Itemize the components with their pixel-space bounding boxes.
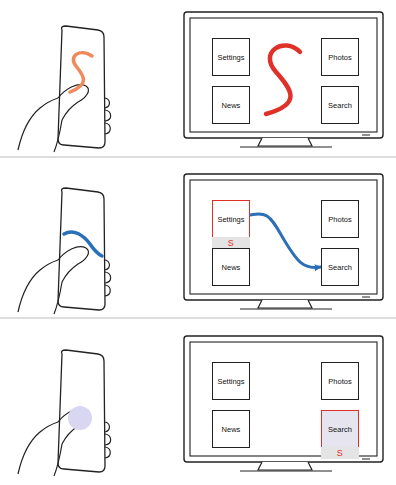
app-tile: News xyxy=(212,410,250,448)
tile-label: News xyxy=(220,425,243,434)
tile-label: Search xyxy=(326,263,354,272)
hand-phone xyxy=(18,26,111,152)
app-tile: News xyxy=(212,86,250,124)
tile-label: Search xyxy=(326,101,354,110)
tile-label: Settings xyxy=(215,215,246,224)
hand-phone xyxy=(18,188,111,314)
tile-label: Settings xyxy=(215,377,246,386)
tv-set xyxy=(184,174,383,309)
gesture-stroke xyxy=(70,53,92,92)
tv-set xyxy=(184,12,383,147)
tile-label: News xyxy=(220,101,243,110)
gesture-stroke xyxy=(266,45,300,114)
tile-label: Photos xyxy=(326,377,353,386)
gesture-tag: S xyxy=(321,447,359,459)
app-tile: SettingsS xyxy=(212,200,250,238)
tile-label: News xyxy=(220,263,243,272)
tile-label: Settings xyxy=(215,53,246,62)
hand-phone xyxy=(18,350,111,476)
app-tile: Search xyxy=(321,86,359,124)
panel-2 xyxy=(18,174,383,314)
app-tile: Settings xyxy=(212,38,250,76)
tile-label: Photos xyxy=(326,215,353,224)
app-tile: Photos xyxy=(321,38,359,76)
app-tile: Photos xyxy=(321,200,359,238)
tv-set xyxy=(184,336,383,471)
gesture-stroke xyxy=(64,232,102,256)
separator xyxy=(0,318,396,319)
app-tile: SearchS xyxy=(321,410,359,448)
app-tile: News xyxy=(212,248,250,286)
swipe-arrow xyxy=(250,214,321,268)
tile-label: Search xyxy=(326,425,354,434)
tile-label: Photos xyxy=(326,53,353,62)
app-tile: Photos xyxy=(321,362,359,400)
tap-mark xyxy=(68,406,92,430)
separator xyxy=(0,157,396,158)
panel-3 xyxy=(18,336,383,476)
panel-1 xyxy=(18,12,383,152)
app-tile: Settings xyxy=(212,362,250,400)
app-tile: Search xyxy=(321,248,359,286)
